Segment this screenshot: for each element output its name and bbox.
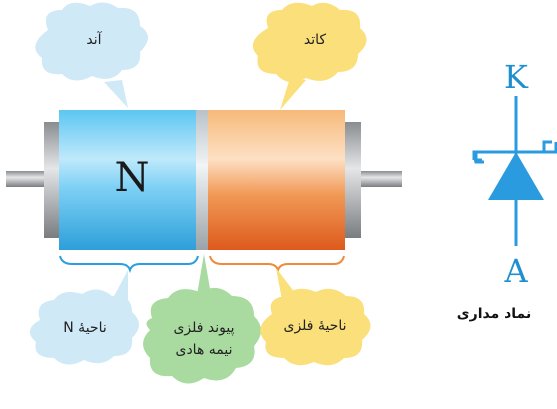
n-region-callout (29, 270, 139, 365)
left-end-cap (44, 122, 60, 238)
junction-label-line2: نیمه هادی (175, 342, 233, 358)
n-region-body (59, 110, 196, 250)
junction-callout (143, 254, 261, 384)
metal-region-brace (209, 255, 345, 274)
n-region-letter: N (114, 155, 150, 201)
anode-callout (35, 2, 149, 108)
metal-region-callout (260, 268, 371, 366)
right-end-cap (345, 122, 361, 238)
right-lead (360, 171, 402, 187)
junction-label-line1: پیوند فلزی (173, 320, 235, 336)
metal-region-label: ناحیهٔ فلزی (283, 318, 347, 334)
metal-region-body (208, 110, 345, 250)
cathode-symbol-letter: K (504, 58, 528, 96)
left-lead (6, 171, 46, 187)
anode-label: آند (86, 32, 102, 48)
n-region-brace (59, 255, 199, 274)
schottky-diode-symbol-icon (472, 96, 557, 246)
junction-strip (196, 110, 208, 250)
n-region-label: ناحیهٔ N (63, 320, 107, 336)
cathode-callout (252, 2, 367, 110)
cathode-label: کاتد (303, 32, 327, 48)
symbol-caption: نماد مداری (456, 306, 532, 322)
anode-symbol-letter: A (504, 252, 528, 290)
